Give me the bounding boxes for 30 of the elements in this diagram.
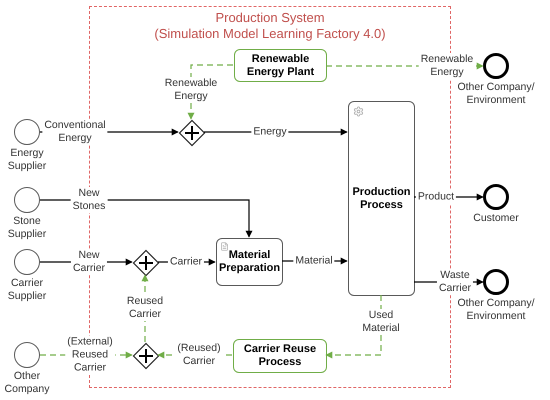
edge-label: Product <box>416 190 456 204</box>
edge-label: New Carrier <box>70 249 108 275</box>
boundary-title: Production System <box>215 10 325 26</box>
task-box <box>216 238 283 286</box>
event-label: Other Company/ Environment <box>456 297 536 323</box>
edge-label: Renewable Energy <box>162 77 220 103</box>
event-label: Energy Supplier <box>6 147 48 173</box>
event-label: Stone Supplier <box>6 215 48 241</box>
event-label: Carrier Supplier <box>6 277 48 303</box>
process-box <box>233 339 327 373</box>
parallel-gateway <box>133 250 159 276</box>
process-box <box>234 49 327 82</box>
edge-label: (External) Reused Carrier <box>65 336 115 374</box>
edge-label: Conventional Energy <box>42 119 108 145</box>
process-label: Material Preparation <box>218 249 280 275</box>
edge-label: New Stones <box>70 187 108 213</box>
boundary-subtitle: (Simulation Model Learning Factory 4.0) <box>154 26 386 42</box>
edge-label: Waste Carrier <box>436 269 474 295</box>
event-label: Other Company/ Environment <box>456 81 536 107</box>
process-label: Production Process <box>352 186 411 212</box>
edge-label: Renewable Energy <box>418 53 476 79</box>
parallel-gateway <box>133 343 159 369</box>
event-label: Other Company <box>4 370 50 396</box>
event-label: Customer <box>472 212 520 225</box>
parallel-gateway <box>179 120 205 146</box>
process-label: Renewable Energy Plant <box>246 52 316 78</box>
process-label: Carrier Reuse Process <box>242 343 318 369</box>
edge-label: Reused Carrier <box>124 295 166 321</box>
task-box <box>348 101 415 296</box>
edge-label: Energy <box>251 126 289 138</box>
